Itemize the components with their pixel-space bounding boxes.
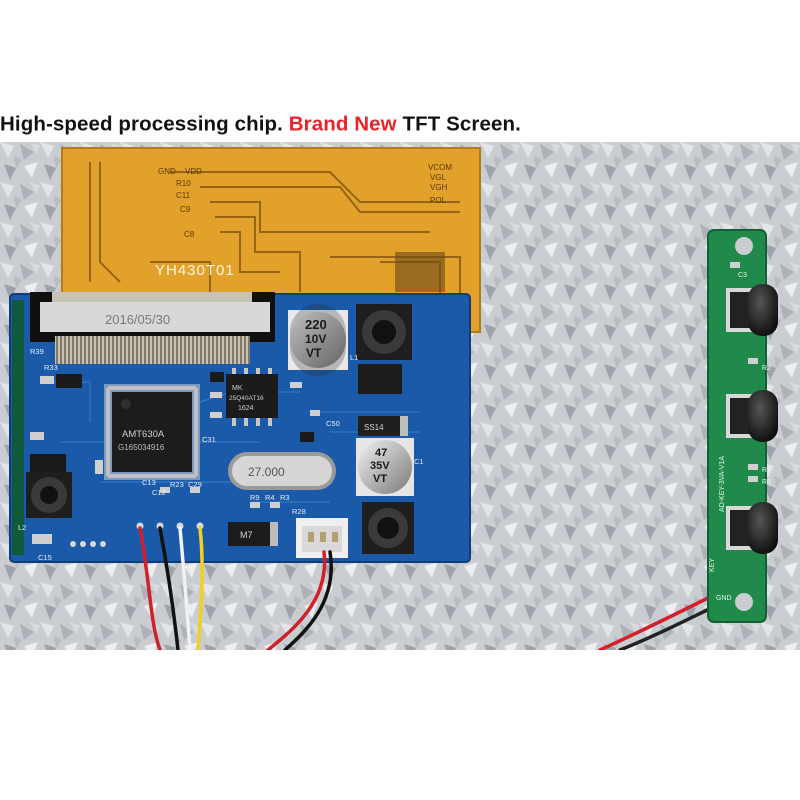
capacitor-220uf: 220 10V VT <box>288 304 348 376</box>
wires <box>138 526 730 650</box>
flex-pin-r10: R10 <box>176 179 191 188</box>
inductor-l1 <box>356 304 412 360</box>
label-c15: C15 <box>38 553 52 562</box>
label-c1: C1 <box>414 457 424 466</box>
label-r9: R9 <box>250 493 260 502</box>
key-label-key: KEY <box>709 558 716 572</box>
caption-brand-new: Brand New <box>288 112 397 136</box>
cap2-line-3: VT <box>373 473 387 485</box>
flex-pin-vgl: VGL <box>430 173 447 182</box>
cap1-line-3: VT <box>306 346 322 360</box>
chip-code: G165034916 <box>118 443 165 452</box>
flash-chip-line-3: 1624 <box>238 405 254 412</box>
driver-board: 2016/05/30 AMT630A G165034916 MK 25Q40A <box>9 292 471 563</box>
label-c13: C13 <box>142 478 156 487</box>
inductor-lower <box>362 502 414 554</box>
key-label-gnd: GND <box>716 595 732 602</box>
key-label-r7: R7 <box>762 467 771 474</box>
diode-ss14: SS14 <box>358 416 408 436</box>
product-photo: YH430T01 GND VDD VCOM VGL VGH POL R10 C1… <box>0 142 800 650</box>
inductor-l2 <box>26 472 72 518</box>
tact-button-2 <box>726 390 778 442</box>
capacitor-47uf: 47 35V VT <box>356 438 414 496</box>
label-r39: R39 <box>30 347 44 356</box>
label-c29: C29 <box>188 480 202 489</box>
flex-pin-vcom: VCOM <box>428 163 452 172</box>
m7-label: M7 <box>240 530 253 540</box>
label-r3: R3 <box>280 493 290 502</box>
key-label-r2: R2 <box>762 365 771 372</box>
cap2-line-1: 47 <box>375 447 387 459</box>
key-board: C3 R2 R7 R8 KEY GND AD-KEY-3VA-V1A <box>707 229 778 623</box>
crystal-oscillator: 27.000 <box>228 452 336 490</box>
cap1-line-2: 10V <box>305 332 326 346</box>
header-pins <box>70 522 204 547</box>
label-r28: R28 <box>292 507 306 516</box>
board-date: 2016/05/30 <box>105 312 170 327</box>
flex-pin-vdd: VDD <box>185 167 202 176</box>
product-caption: High-speed processing chip. Brand New TF… <box>0 112 800 142</box>
caption-part-3: TFT Screen. <box>402 112 521 136</box>
regulator-m7: M7 <box>228 522 278 546</box>
flex-pin-vgh: VGH <box>430 183 448 192</box>
label-c12: C12 <box>152 488 166 497</box>
key-board-model: AD-KEY-3VA-V1A <box>719 456 726 512</box>
label-r23: R23 <box>170 480 184 489</box>
cap2-line-2: 35V <box>370 460 390 472</box>
label-l1: L1 <box>350 353 358 362</box>
flash-chip: MK 25Q40AT16 1624 <box>226 368 278 426</box>
tact-button-3 <box>726 502 778 554</box>
tact-button-1 <box>726 284 778 336</box>
flex-label: YH430T01 <box>155 262 235 279</box>
label-l2: L2 <box>18 523 26 532</box>
label-r33: R33 <box>44 363 58 372</box>
caption-part-1: High-speed processing chip. <box>0 112 283 136</box>
power-connector <box>296 518 348 558</box>
label-c50: C50 <box>326 419 340 428</box>
key-label-r8: R8 <box>762 479 771 486</box>
crystal-label: 27.000 <box>248 465 285 479</box>
regulator-chip <box>358 364 402 394</box>
flex-pin-c9: C9 <box>180 205 191 214</box>
label-r4: R4 <box>265 493 275 502</box>
chip-name: AMT630A <box>122 429 165 440</box>
amt630a-chip: AMT630A G165034916 <box>104 384 200 480</box>
flex-pin-gnd: GND <box>158 167 176 176</box>
key-label-c3: C3 <box>738 272 747 279</box>
diode-label: SS14 <box>364 423 384 432</box>
flex-pin-pol: POL <box>430 196 447 205</box>
flash-chip-line-2: 25Q40AT16 <box>229 395 264 402</box>
label-c31: C31 <box>202 435 216 444</box>
flex-pin-c11: C11 <box>176 191 191 200</box>
flash-chip-line-1: MK <box>232 385 243 392</box>
flex-pin-c8: C8 <box>184 230 195 239</box>
cap1-line-1: 220 <box>305 317 327 332</box>
